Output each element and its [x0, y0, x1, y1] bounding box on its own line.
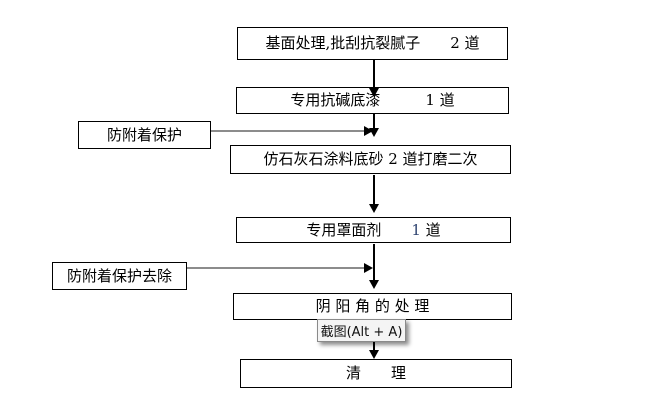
flow-step-highlight-number: 1 — [411, 220, 421, 239]
arrowhead-down-icon — [369, 280, 379, 289]
flow-step-label-suffix: 道 — [420, 220, 441, 239]
flow-step-base-treatment: 基面处理,批刮抗裂腻子 2 道 — [237, 27, 508, 60]
arrowhead-down-icon — [369, 204, 379, 213]
screenshot-tooltip-label: 截图(Alt + A) — [320, 325, 403, 340]
connector-line-step1-step2 — [373, 60, 375, 88]
connector-line-step3-step4 — [373, 175, 375, 204]
flow-step-label: 仿石灰石涂料底砂 2 道打磨二次 — [263, 150, 478, 168]
arrowhead-right-icon — [364, 263, 373, 273]
flow-step-label-prefix: 专用罩面剂 — [306, 220, 412, 239]
flow-step-corner-treatment: 阴 阳 角 的 处 理 — [233, 293, 512, 320]
screenshot-tooltip: 截图(Alt + A) — [317, 319, 406, 342]
arrowhead-down-icon — [369, 350, 379, 359]
flow-step-label: 阴 阳 角 的 处 理 — [315, 297, 430, 315]
arrowhead-down-icon — [369, 88, 379, 97]
flow-step-label: 清 理 — [345, 364, 406, 382]
side-box-label: 防附着保护 — [106, 125, 182, 144]
side-box-anti-adhesion-removal: 防附着保护去除 — [52, 262, 187, 290]
side-box-label: 防附着保护去除 — [66, 266, 172, 285]
arrowhead-right-icon — [364, 126, 373, 136]
connector-line-side1-to-flow — [211, 130, 364, 132]
flow-step-topcoat: 专用罩面剂 1 道 — [236, 217, 511, 243]
side-box-anti-adhesion-protection: 防附着保护 — [78, 121, 211, 149]
flow-step-limestone-coating: 仿石灰石涂料底砂 2 道打磨二次 — [230, 145, 511, 174]
flow-step-label: 基面处理,批刮抗裂腻子 2 道 — [265, 34, 480, 52]
connector-line-step2-step3 — [373, 114, 375, 128]
flow-step-cleanup: 清 理 — [240, 359, 512, 388]
arrowhead-down-icon — [369, 128, 379, 137]
connector-line-side2-to-flow — [187, 267, 364, 269]
flow-step-label: 专用抗碱底漆 1 道 — [290, 91, 455, 109]
connector-line-step4-step5 — [373, 244, 375, 280]
